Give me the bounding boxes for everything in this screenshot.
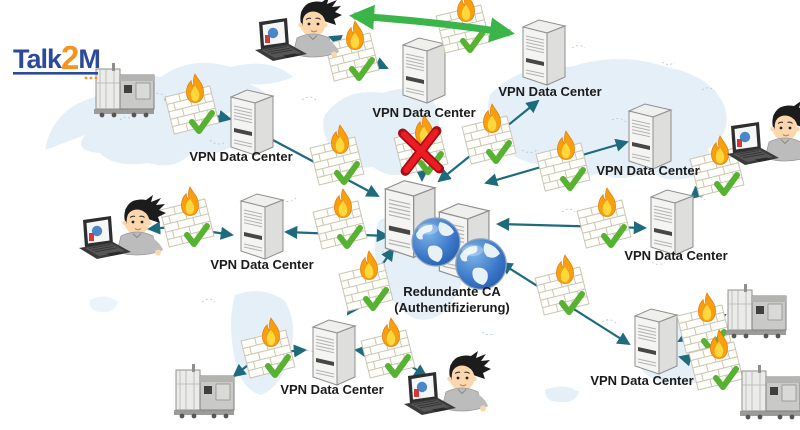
machine-icon bbox=[739, 364, 800, 420]
vpn-datacenter-label: VPN Data Center bbox=[372, 105, 475, 120]
vpn-server-icon bbox=[634, 308, 678, 375]
vpn-server-icon bbox=[240, 193, 284, 260]
vpn-server-icon bbox=[230, 89, 274, 156]
logo-underline bbox=[13, 72, 98, 75]
vpn-datacenter-label: VPN Data Center bbox=[280, 382, 383, 397]
secure-tunnel-arrow bbox=[348, 4, 515, 43]
vpn-server-icon bbox=[402, 37, 446, 104]
globe-icon bbox=[411, 217, 461, 267]
talk2m-logo: Talk2M bbox=[13, 39, 101, 80]
vpn-datacenter-label: VPN Data Center bbox=[590, 373, 693, 388]
machine-icon bbox=[93, 62, 155, 118]
logo-dot bbox=[94, 76, 98, 80]
svg-text:Talk2M: Talk2M bbox=[13, 39, 100, 76]
firewall-icon bbox=[160, 187, 214, 247]
logo-m: M bbox=[78, 44, 100, 74]
logo-dot bbox=[84, 76, 88, 80]
ca-label-line2: (Authentifizierung) bbox=[394, 300, 510, 315]
remote-user-icon bbox=[726, 100, 800, 166]
logo-2: 2 bbox=[61, 39, 79, 76]
labels: VPN Data Center VPN Data Center VPN Data… bbox=[189, 84, 727, 397]
vpn-server-icon bbox=[312, 319, 356, 386]
machine-icon bbox=[173, 363, 235, 419]
vpn-datacenter-label: VPN Data Center bbox=[624, 248, 727, 263]
remote-user-icon bbox=[403, 350, 492, 416]
remote-user-icon bbox=[254, 0, 343, 62]
vpn-datacenter-label: VPN Data Center bbox=[498, 84, 601, 99]
vpn-datacenter-label: VPN Data Center bbox=[210, 257, 313, 272]
machine-icon bbox=[725, 283, 787, 339]
vpn-server-icon bbox=[650, 189, 694, 256]
remote-user-icon bbox=[78, 194, 167, 260]
vpn-datacenter-label: VPN Data Center bbox=[189, 149, 292, 164]
globe-icon bbox=[455, 238, 507, 290]
vpn-server-icon bbox=[522, 19, 566, 86]
firewall-icon bbox=[535, 255, 589, 315]
firewall-icon bbox=[361, 318, 415, 378]
logo-dot bbox=[89, 76, 93, 80]
ca-label-line1: Redundante CA bbox=[403, 284, 501, 299]
firewall-icon bbox=[577, 188, 631, 248]
logo-talk: Talk bbox=[13, 44, 63, 74]
firewall-icon bbox=[313, 189, 367, 249]
vpn-datacenter-label: VPN Data Center bbox=[596, 163, 699, 178]
blocked-x-icon bbox=[397, 126, 445, 176]
vpn-server-icon bbox=[628, 103, 672, 170]
